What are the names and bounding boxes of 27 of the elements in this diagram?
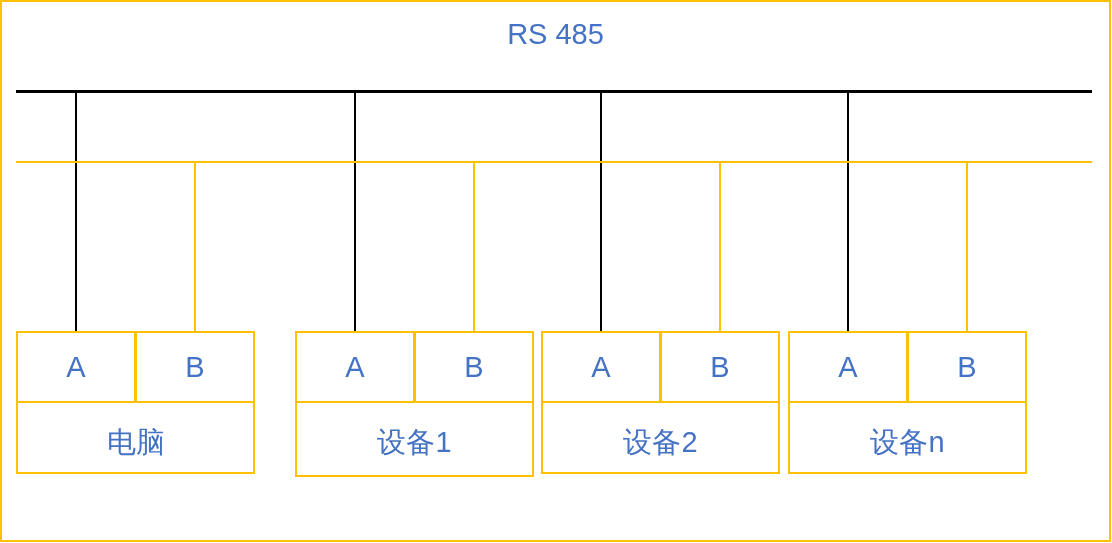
wire [473,162,475,332]
terminal-cell: B [414,331,534,403]
wire [354,92,356,332]
wire [75,92,77,332]
terminal-cell: A [16,331,136,403]
terminal-cell: A [295,331,415,403]
device-box [788,331,1027,474]
bus-line [16,90,1092,93]
title-text: RS 485 [507,18,604,51]
bus-line [16,161,1092,163]
terminal-cell: A [541,331,661,403]
terminal-cell: B [660,331,780,403]
wire [719,162,721,332]
terminal-cell: B [135,331,255,403]
device-box [16,331,255,474]
terminal-cell: B [907,331,1027,403]
device-box [295,331,534,477]
terminal-cell: A [788,331,908,403]
device-label: 设备1 [377,425,452,460]
wire [847,92,849,332]
wire [966,162,968,332]
device-box [541,331,780,474]
wire [600,92,602,332]
device-label: 设备2 [623,425,698,460]
device-label: 设备n [870,425,945,460]
wire [194,162,196,332]
device-label: 电脑 [106,425,165,460]
